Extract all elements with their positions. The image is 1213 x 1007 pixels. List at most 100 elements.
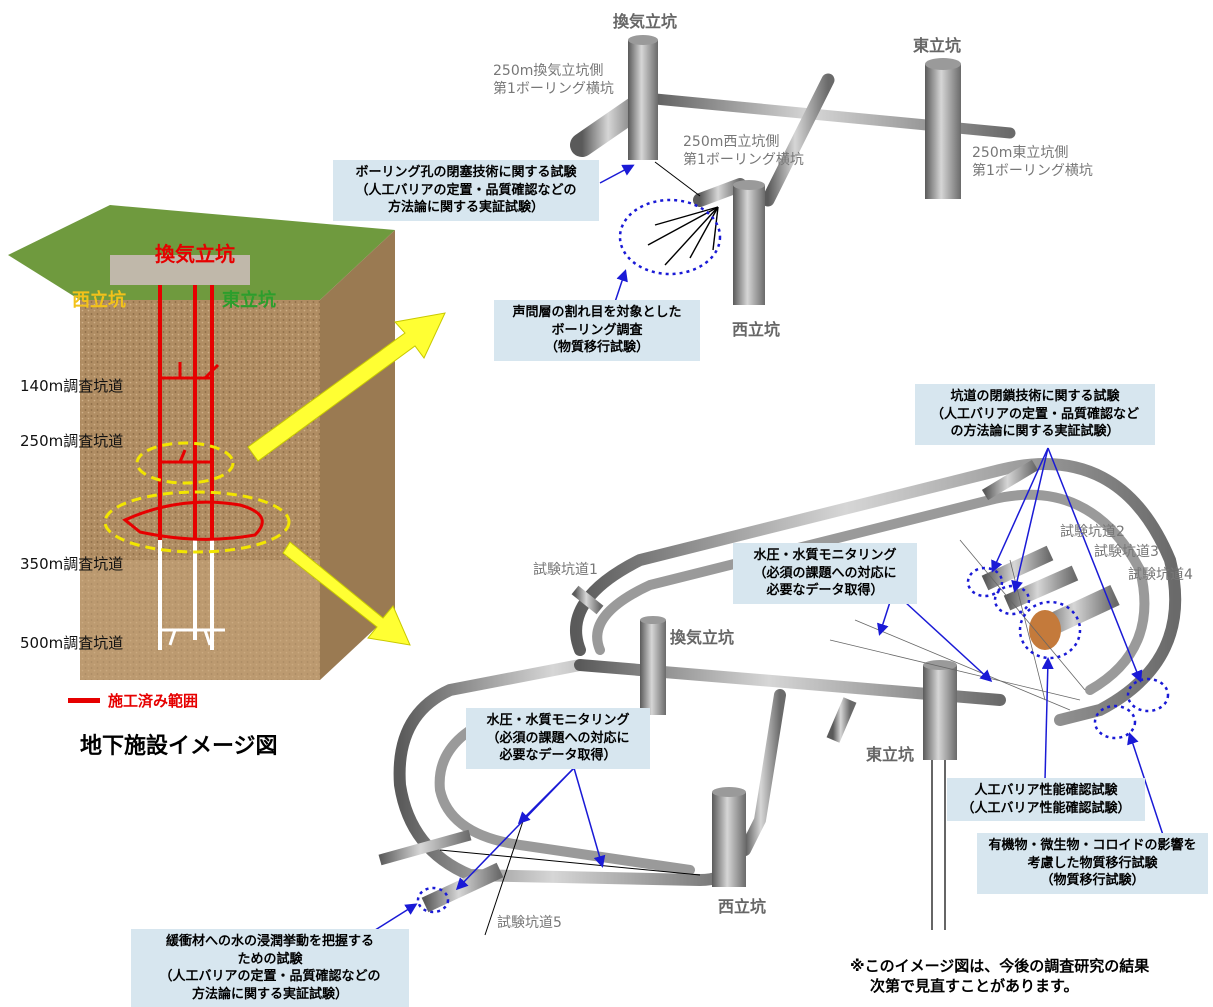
- deep-section: [80, 560, 320, 680]
- lower-outer-loop: [570, 458, 1182, 726]
- lower-pointers: [371, 447, 1164, 933]
- lower-west-shaft-top: [712, 787, 746, 797]
- lower-diagonal-gallery: [739, 689, 786, 856]
- lower-stub-1: [571, 585, 604, 615]
- lower-inner-loop: [592, 489, 1150, 695]
- pointer-fracture-blue: [614, 269, 628, 303]
- arrow-to-lower: [282, 541, 411, 646]
- upper-tunnel-diagram: [570, 35, 1016, 305]
- box-line: 声問層の割れ目を対象とした: [512, 305, 682, 320]
- box-line: ボーリング調査: [551, 322, 643, 338]
- box-line: 有機物・微生物・コロイドの影響を: [988, 838, 1197, 853]
- lower-west-inner: [434, 710, 695, 875]
- box-line: （人工バリアの定置・品質確認など: [930, 406, 1139, 422]
- adit-east-line-2: 第1ボーリング横坑: [972, 162, 1093, 179]
- box-line: 必要なデータ取得）: [499, 748, 617, 764]
- block-diagram-title: 地下施設イメージ図: [80, 734, 278, 759]
- upper-label-west-shaft: 西立坑: [732, 320, 781, 339]
- pointer-sealing: [654, 161, 701, 197]
- adit-vent-line-1: 250m換気立坑側: [493, 63, 604, 79]
- highlight-drift-2: [966, 566, 1004, 598]
- box-line: （必須の課題への対応に: [753, 565, 897, 581]
- box-line: （物質移行試験）: [544, 340, 649, 356]
- box-line: （人工バリア性能確認試験）: [961, 800, 1131, 816]
- legend-constructed-label: 施工済み範囲: [108, 692, 199, 710]
- lower-drift-2: [981, 545, 1054, 591]
- lower-west-shaft: [712, 792, 746, 887]
- upper-east-shaft-top: [925, 58, 961, 70]
- highlight-drift-5: [416, 886, 450, 914]
- gallery-500m: [160, 628, 225, 646]
- lower-stub-mid: [826, 697, 857, 743]
- surface-buildings: [110, 255, 250, 285]
- lower-label-east-shaft: 東立坑: [866, 745, 915, 764]
- lower-drift-3: [1003, 565, 1079, 611]
- box-line: 緩衝材への水の浸潤挙動を把握する: [165, 934, 374, 949]
- lower-label-west-shaft: 西立坑: [718, 897, 767, 916]
- lower-vent-shaft: [640, 620, 666, 715]
- box-line: ボーリング孔の閉塞技術に関する試験: [355, 165, 577, 180]
- lower-borehole-a: [484, 814, 526, 936]
- box-buffer-infiltration: 緩衝材への水の浸潤挙動を把握する ための試験 （人工バリアの定置・品質確認などの…: [131, 929, 409, 1007]
- adit-west-line-2: 第1ボーリング横坑: [683, 151, 804, 168]
- lower-east-shaft-top: [923, 660, 957, 670]
- label-depth-500: 500m調査坑道: [20, 634, 124, 652]
- upper-boreholes: [647, 206, 719, 266]
- label-depth-350: 350m調査坑道: [20, 555, 124, 573]
- gallery-350m: [122, 500, 264, 541]
- block-diagram: [8, 205, 395, 703]
- highlight-loop-b: [1093, 704, 1137, 740]
- label-depth-250: 250m調査坑道: [20, 432, 124, 450]
- footnote-line-2: 次第で見直すことがあります。: [870, 976, 1079, 995]
- label-depth-140: 140m調査坑道: [20, 377, 124, 395]
- box-line: 考慮した物質移行試験: [1027, 855, 1158, 871]
- box-line: （人工バリアの定置・品質確認などの: [355, 182, 577, 198]
- upper-label-vent-shaft: 換気立坑: [613, 12, 678, 31]
- box-monitoring-upper: 水圧・水質モニタリング （必須の課題への対応に 必要なデータ取得）: [733, 543, 917, 604]
- upper-label-adit-west: 250m西立坑側 第1ボーリング横坑: [683, 134, 804, 169]
- box-line: 水圧・水質モニタリング: [753, 548, 897, 563]
- drift-4-ring: [1029, 610, 1061, 650]
- lower-label-vent-shaft: 換気立坑: [670, 628, 735, 647]
- rock-body-side: [320, 230, 395, 680]
- upper-vent-shaft-top: [628, 35, 658, 45]
- upper-label-adit-east: 250m東立坑側 第1ボーリング横坑: [972, 145, 1093, 180]
- label-vent-shaft-left: 換気立坑: [155, 242, 235, 266]
- label-west-shaft-left: 西立坑: [72, 290, 126, 311]
- box-line: 方法論に関する実証試験）: [387, 200, 544, 216]
- box-line: （人工バリアの定置・品質確認などの: [159, 969, 381, 985]
- gallery-140m: [160, 362, 220, 380]
- highlight-250m: [135, 441, 235, 485]
- box-line: 坑道の閉鎖技術に関する試験: [950, 389, 1120, 404]
- lower-stub-2: [981, 459, 1039, 501]
- box-line: ための試験: [237, 951, 303, 967]
- box-borehole-sealing: ボーリング孔の閉塞技術に関する試験 （人工バリアの定置・品質確認などの 方法論に…: [333, 160, 599, 221]
- highlight-drift-4: [1018, 600, 1082, 660]
- label-east-shaft-left: 東立坑: [222, 290, 276, 311]
- lower-label-drift-5: 試験坑道5: [497, 915, 562, 931]
- upper-east-shaft: [925, 64, 961, 199]
- upper-borehole-highlight: [618, 198, 722, 276]
- box-closure: 坑道の閉鎖技術に関する試験 （人工バリアの定置・品質確認など の方法論に関する実…: [915, 384, 1155, 445]
- footnote: ※このイメージ図は、今後の調査研究の結果 次第で見直すことがあります。: [850, 957, 1149, 996]
- box-ebs-performance: 人工バリア性能確認試験 （人工バリア性能確認試験）: [947, 778, 1145, 822]
- pointer-sealing-blue: [599, 164, 635, 184]
- lower-label-drift-1: 試験坑道1: [533, 562, 598, 578]
- box-line: （物質移行試験）: [1040, 873, 1145, 889]
- box-line: 人工バリア性能確認試験: [974, 783, 1118, 798]
- box-line: 水圧・水質モニタリング: [486, 713, 630, 728]
- upper-vent-shaft: [628, 40, 658, 160]
- box-fracture-survey: 声問層の割れ目を対象とした ボーリング調査 （物質移行試験）: [494, 300, 700, 361]
- highlight-350m: [103, 490, 291, 554]
- box-monitoring-lower: 水圧・水質モニタリング （必須の課題への対応に 必要なデータ取得）: [466, 708, 650, 769]
- lower-label-drift-2: 試験坑道2: [1060, 524, 1125, 540]
- lower-east-shaft-extension: [931, 760, 946, 930]
- highlight-loop-a: [1126, 677, 1170, 713]
- arrow-to-upper: [247, 312, 446, 462]
- footnote-line-1: ※このイメージ図は、今後の調査研究の結果: [850, 957, 1150, 975]
- adit-vent-line-2: 第1ボーリング横坑: [493, 80, 614, 97]
- lower-east-shaft: [923, 665, 957, 760]
- box-line: （必須の課題への対応に: [486, 730, 630, 746]
- box-line: 必要なデータ取得）: [766, 583, 884, 599]
